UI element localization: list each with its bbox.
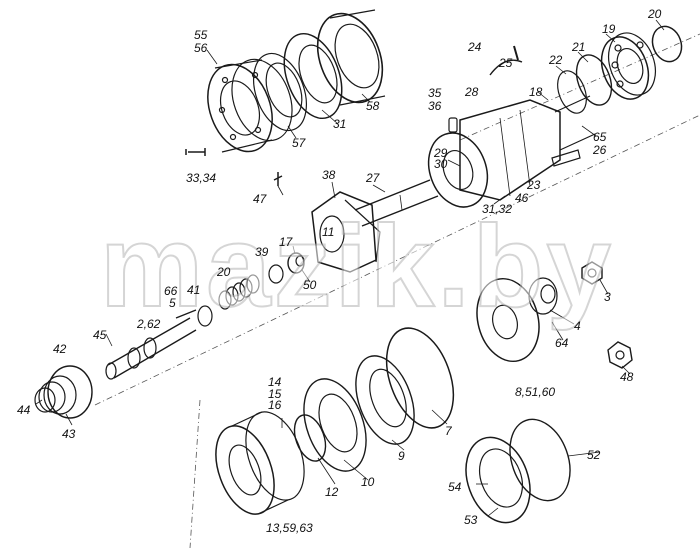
- callout-20-lower: 20: [217, 265, 231, 279]
- callout-8-51-60: 8,51,60: [515, 385, 556, 399]
- fitting-47: [273, 172, 283, 186]
- spring-clip-24-25: [489, 59, 523, 76]
- snap-ring-20: [651, 25, 683, 63]
- callout-27: 27: [366, 171, 380, 185]
- ring-53-54: [465, 436, 531, 524]
- cover-58: [316, 9, 386, 106]
- callout-22: 22: [549, 53, 563, 67]
- callout-55: 55: [194, 28, 208, 42]
- callout-65: 65: [593, 130, 607, 144]
- callout-18: 18: [529, 85, 543, 99]
- callout-24: 24: [468, 40, 482, 54]
- nut-3: [581, 261, 603, 285]
- callout-28: 28: [465, 85, 479, 99]
- ring-21: [575, 54, 613, 106]
- callout-29: 29: [434, 146, 448, 160]
- nut-48: [607, 341, 633, 369]
- callout-31: 31: [333, 117, 347, 131]
- callout-7: 7: [445, 424, 452, 438]
- washer-stack-39-50: [268, 252, 305, 284]
- callout-23: 23: [527, 178, 541, 192]
- callout-33-34: 33,34: [186, 171, 217, 185]
- disc-10: [303, 378, 367, 472]
- seal-31: [283, 32, 343, 120]
- spring-assembly-20-41: [175, 274, 260, 327]
- callout-15: 15: [268, 387, 282, 401]
- bearing-19: [600, 32, 656, 100]
- callout-56: 56: [194, 41, 208, 55]
- callout-30: 30: [434, 157, 448, 171]
- callout-3: 3: [604, 290, 611, 304]
- callout-31-32: 31,32: [482, 202, 513, 216]
- carrier-38: [311, 191, 381, 273]
- callout-35: 35: [428, 86, 442, 100]
- callout-4: 4: [574, 319, 581, 333]
- housing-28: [427, 95, 596, 208]
- hub-4: [476, 277, 558, 363]
- pin-25: [513, 45, 519, 61]
- drum-13-59-63: [215, 411, 305, 515]
- flange-55-56: [207, 58, 293, 153]
- callout-50: 50: [303, 278, 317, 292]
- callout-5: 5: [169, 296, 176, 310]
- callout-21: 21: [572, 40, 586, 54]
- bolt-33-34: [185, 148, 206, 156]
- callout-64: 64: [555, 336, 569, 350]
- gasket-57: [253, 52, 307, 132]
- callout-26: 26: [593, 143, 607, 157]
- shaft-27: [354, 179, 439, 227]
- callout-17: 17: [279, 235, 293, 249]
- callout-53: 53: [464, 513, 478, 527]
- callout-57: 57: [292, 136, 306, 150]
- plate-52: [509, 418, 571, 502]
- callout-47: 47: [253, 192, 267, 206]
- callout-36: 36: [428, 99, 442, 113]
- bolt-26: [551, 149, 581, 167]
- callout-2-62: 2,62: [137, 317, 161, 331]
- callout-46: 46: [515, 191, 529, 205]
- callout-14: 14: [268, 375, 282, 389]
- callout-52: 52: [587, 448, 601, 462]
- leader-lines: [35, 19, 665, 517]
- plate-9: [355, 355, 415, 445]
- callout-48: 48: [620, 370, 634, 384]
- callout-66: 66: [164, 284, 178, 298]
- callout-42: 42: [53, 342, 67, 356]
- callout-25: 25: [499, 56, 513, 70]
- callout-11: 11: [322, 225, 335, 239]
- callout-12: 12: [325, 485, 339, 499]
- callout-43: 43: [62, 427, 76, 441]
- callout-13-59-63: 13,59,63: [266, 521, 313, 535]
- plate-7: [385, 327, 455, 429]
- callout-39: 39: [255, 245, 269, 259]
- callout-38: 38: [322, 168, 336, 182]
- callout-45: 45: [93, 328, 107, 342]
- callout-44: 44: [17, 403, 31, 417]
- callout-20: 20: [648, 7, 662, 21]
- callout-58: 58: [366, 99, 380, 113]
- callout-10: 10: [361, 475, 375, 489]
- ring-12: [293, 414, 327, 462]
- site-watermark: mazik.by: [99, 201, 614, 331]
- callout-19: 19: [602, 22, 616, 36]
- callout-16: 16: [268, 398, 282, 412]
- ring-22: [557, 70, 587, 114]
- callout-54: 54: [448, 480, 462, 494]
- spring-42-43-44: [34, 365, 93, 419]
- callout-9: 9: [398, 449, 405, 463]
- callout-41: 41: [187, 283, 201, 297]
- shaft-2-62: [105, 317, 197, 380]
